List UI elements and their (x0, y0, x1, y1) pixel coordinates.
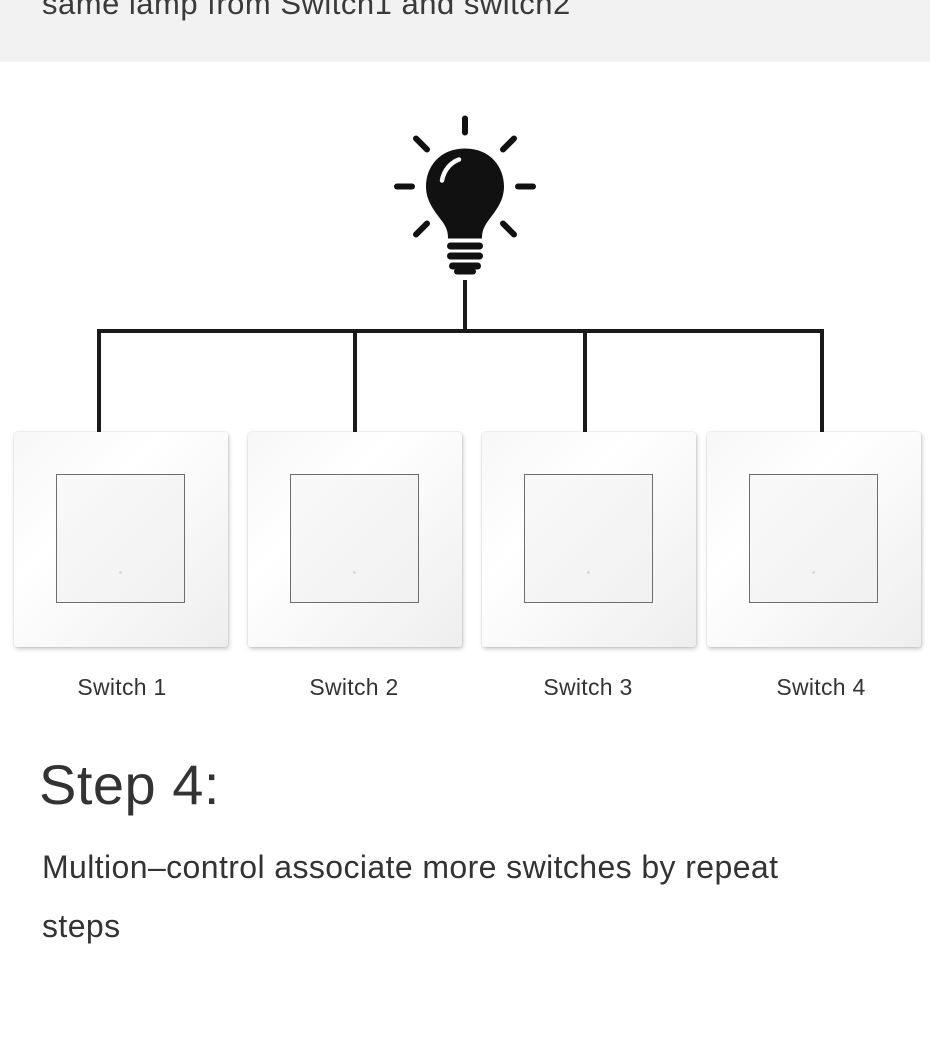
switch-2-panel[interactable] (248, 432, 462, 647)
switch-3-panel[interactable] (482, 432, 696, 647)
switch-3-indicator-light (587, 571, 590, 574)
switch-4-label: Switch 4 (776, 674, 866, 700)
switch-3-rocker[interactable] (524, 474, 653, 603)
switch-4-indicator-light (812, 571, 815, 574)
switch-1-indicator-light (119, 571, 122, 574)
switch-2-rocker[interactable] (290, 474, 419, 603)
switch-1-label: Switch 1 (77, 674, 167, 700)
switch-2-label: Switch 2 (309, 674, 399, 700)
step-title: Step 4: (39, 753, 220, 816)
switch-4-panel[interactable] (707, 432, 921, 647)
light-bulb-icon (394, 115, 536, 275)
switch-3-label: Switch 3 (543, 674, 633, 700)
switch-4-rocker[interactable] (749, 474, 878, 603)
previous-step-band: same lamp from Switch1 and switch2 (0, 0, 930, 62)
step-description: Multion–control associate more switches … (42, 849, 779, 944)
switch-1-panel[interactable] (14, 432, 228, 647)
previous-step-caption: same lamp from Switch1 and switch2 (42, 0, 571, 21)
switch-2-indicator-light (353, 571, 356, 574)
switch-1-rocker[interactable] (56, 474, 185, 603)
